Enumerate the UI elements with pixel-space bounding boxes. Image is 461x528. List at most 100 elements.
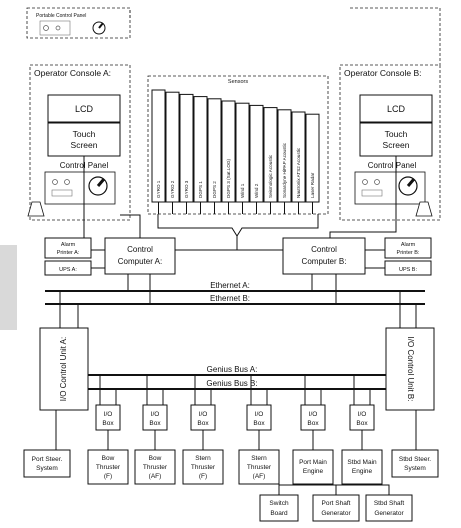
io-box-label-2-4: Box	[307, 420, 319, 427]
alarm-printer-a-line1: Alarm	[61, 242, 76, 248]
equipment-1	[134, 449, 176, 485]
link-console-a	[83, 156, 141, 238]
sensor-collector-left	[157, 214, 238, 237]
sensor-label-9: Sonardyne HiPAP Acoustic	[282, 142, 287, 198]
sensor-label-4: DGPS 2	[212, 181, 217, 198]
alarm-printer-b	[384, 237, 432, 259]
io-box-label-1-4: I/O	[309, 411, 318, 418]
io-box-label-1-1: I/O	[151, 411, 160, 418]
io-box-label-1-3: I/O	[255, 411, 264, 418]
sensors-title: Sensors	[228, 79, 248, 85]
console-a-title: Operator Console A:	[34, 68, 111, 78]
equipment-2	[182, 449, 224, 485]
ethernet-a-label: Ethernet A:	[210, 281, 250, 290]
sensor-label-1: GYRO 2	[170, 180, 175, 198]
io-box-label-1-2: I/O	[199, 411, 208, 418]
switch-board-line1: Switch	[269, 500, 289, 507]
computer-ethernet-links	[127, 274, 337, 304]
equipment-4-line-1: Engine	[303, 468, 324, 475]
sensor-label-8: Seismologic Acoustic	[268, 154, 273, 198]
speaker-a-icon	[27, 201, 45, 217]
portable-panel-frame	[26, 7, 131, 39]
equipment-3	[238, 449, 280, 485]
sensor-label-3: DGPS 1	[198, 181, 203, 198]
control-panel-b-label: Control Panel	[368, 161, 417, 170]
io-box-label-1-0: I/O	[104, 411, 113, 418]
top-right-dash	[350, 7, 441, 65]
lcd-b-label: LCD	[387, 104, 406, 114]
control-computer-a	[104, 237, 176, 275]
lcd-a	[47, 94, 121, 123]
control-panel-b-icon	[354, 171, 426, 205]
equipment-3-line-2: (AF)	[253, 473, 266, 480]
equipment-0	[87, 449, 129, 485]
portable-panel-label: Portable Control Panel	[36, 13, 86, 19]
lcd-a-label: LCD	[75, 104, 94, 114]
touch-screen-a-line1: Touch	[73, 129, 96, 139]
io-box-4	[300, 404, 326, 431]
io-box-label-2-5: Box	[356, 420, 368, 427]
control-computer-b	[282, 237, 366, 275]
touch-screen-b	[359, 122, 433, 157]
control-panel-a-icon	[44, 171, 116, 205]
io-box-label-2-2: Box	[197, 420, 209, 427]
ups-a-label: UPS A:	[59, 267, 77, 273]
equipment-2-line-2: (F)	[199, 473, 207, 480]
io-control-unit-b-label: I/O Control Unit B:	[406, 337, 415, 402]
equipment-2-line-1: Thruster	[191, 464, 216, 471]
touch-screen-a-line2: Screen	[71, 140, 98, 150]
sensor-collector-right	[236, 214, 319, 237]
equipment-1-line-2: (AF)	[149, 473, 162, 480]
alarm-printer-b-line1: Alarm	[401, 242, 416, 248]
stbd-generator-line2: Generator	[374, 510, 404, 517]
io-box-0	[95, 404, 121, 431]
sensor-label-5: DGPS 3 (Sat.LOG)	[226, 158, 231, 198]
equipment-2-line-0: Stern	[195, 455, 211, 462]
equipment-1-line-0: Bow	[149, 455, 162, 462]
speaker-b-icon	[415, 201, 433, 217]
touch-screen-b-line2: Screen	[383, 140, 410, 150]
switch-board-line2: Board	[270, 510, 288, 517]
sensor-label-6: Wind 1	[240, 183, 245, 198]
sensors-frame	[147, 75, 329, 215]
touch-screen-a	[47, 122, 121, 157]
computer-a-line1: Control	[127, 245, 153, 254]
alarm-printer-a-line2: Printer A:	[57, 250, 80, 256]
console-b-title: Operator Console B:	[344, 68, 421, 78]
port-shaft-generator	[312, 494, 360, 522]
equipment-0-line-0: Bow	[102, 455, 115, 462]
io-box-label-2-1: Box	[149, 420, 161, 427]
io-box-label-2-3: Box	[253, 420, 265, 427]
left-edge-mark	[0, 245, 17, 330]
alarm-printer-b-line2: Printer B:	[397, 250, 420, 256]
equipment-3-line-1: Thruster	[247, 464, 272, 471]
stbd-steer-line1: Stbd Steer.	[399, 456, 431, 463]
io-box-label-1-5: I/O	[358, 411, 367, 418]
alarm-printer-a	[44, 237, 92, 259]
port-generator-line2: Generator	[321, 510, 351, 517]
equipment-1-line-1: Thruster	[143, 464, 168, 471]
equipment-5-line-0: Stbd Main	[347, 459, 377, 466]
sensor-label-10: Nautronix ATS2 Acoustic	[296, 147, 301, 198]
stbd-steer-line2: System	[404, 465, 426, 472]
touch-screen-b-line1: Touch	[385, 129, 408, 139]
lcd-b	[359, 94, 433, 123]
port-steer-line2: System	[36, 465, 58, 472]
io-box-1	[142, 404, 168, 431]
link-console-b	[329, 156, 397, 238]
computer-a-line2: Computer A:	[118, 257, 162, 266]
io-ethernet-links	[59, 291, 417, 328]
stbd-steer-system	[391, 449, 439, 478]
equipment-4	[292, 449, 334, 485]
switch-board	[259, 494, 299, 522]
io-control-unit-b	[385, 327, 435, 411]
sensor-label-2: GYRO 3	[184, 180, 189, 198]
stbd-shaft-generator	[365, 494, 413, 522]
equipment-5	[341, 449, 383, 485]
sensor-label-11: Laser Radar	[310, 172, 315, 198]
equipment-0-line-2: (F)	[104, 473, 112, 480]
genius-bus-a-label: Genius Bus A:	[207, 365, 258, 374]
